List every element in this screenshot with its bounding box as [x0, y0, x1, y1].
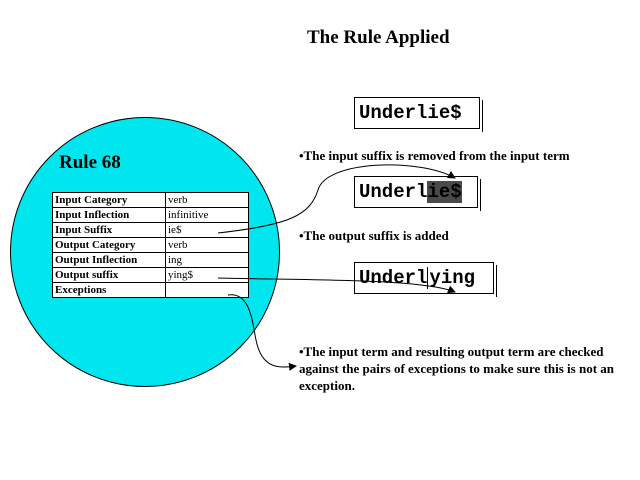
row-label-output-inflection: Output Inflection: [52, 252, 166, 268]
bullet-exception-check: •The input term and resulting output ter…: [299, 344, 615, 393]
term-input: Underlie$: [354, 97, 483, 132]
term-added-suffix: ying: [427, 267, 476, 289]
table-row: Input Category verb: [52, 192, 249, 208]
table-row: Output Inflection ing: [52, 252, 249, 268]
term-input-text: Underlie$: [359, 102, 462, 124]
row-value-output-suffix: ying$: [165, 267, 249, 283]
row-value-exceptions: [165, 282, 249, 298]
page-title: The Rule Applied: [307, 27, 450, 48]
bullet-suffix-added: •The output suffix is added: [299, 228, 449, 243]
rule-title: Rule 68: [59, 152, 121, 173]
arrow-exceptions: [227, 294, 297, 371]
rule-table: Input Category verb Input Inflection inf…: [52, 192, 249, 298]
term-removed-suffix: ie$: [427, 181, 462, 203]
table-row: Output Category verb: [52, 237, 249, 253]
arrow-output-suffix: [217, 277, 456, 294]
table-row: Input Inflection infinitive: [52, 207, 249, 223]
term-stripped-stem: Underl: [359, 181, 428, 203]
row-value-input-inflection: infinitive: [165, 207, 249, 223]
row-value-output-category: verb: [165, 237, 249, 253]
term-stripped: Underlie$: [354, 176, 481, 211]
row-label-output-suffix: Output suffix: [52, 267, 166, 283]
table-row: Output suffix ying$: [52, 267, 249, 283]
row-label-exceptions: Exceptions: [52, 282, 166, 298]
row-label-input-inflection: Input Inflection: [52, 207, 166, 223]
table-row: Exceptions: [52, 282, 249, 298]
bullet-suffix-removed: •The input suffix is removed from the in…: [299, 148, 570, 163]
arrow-input-suffix: [217, 164, 456, 234]
